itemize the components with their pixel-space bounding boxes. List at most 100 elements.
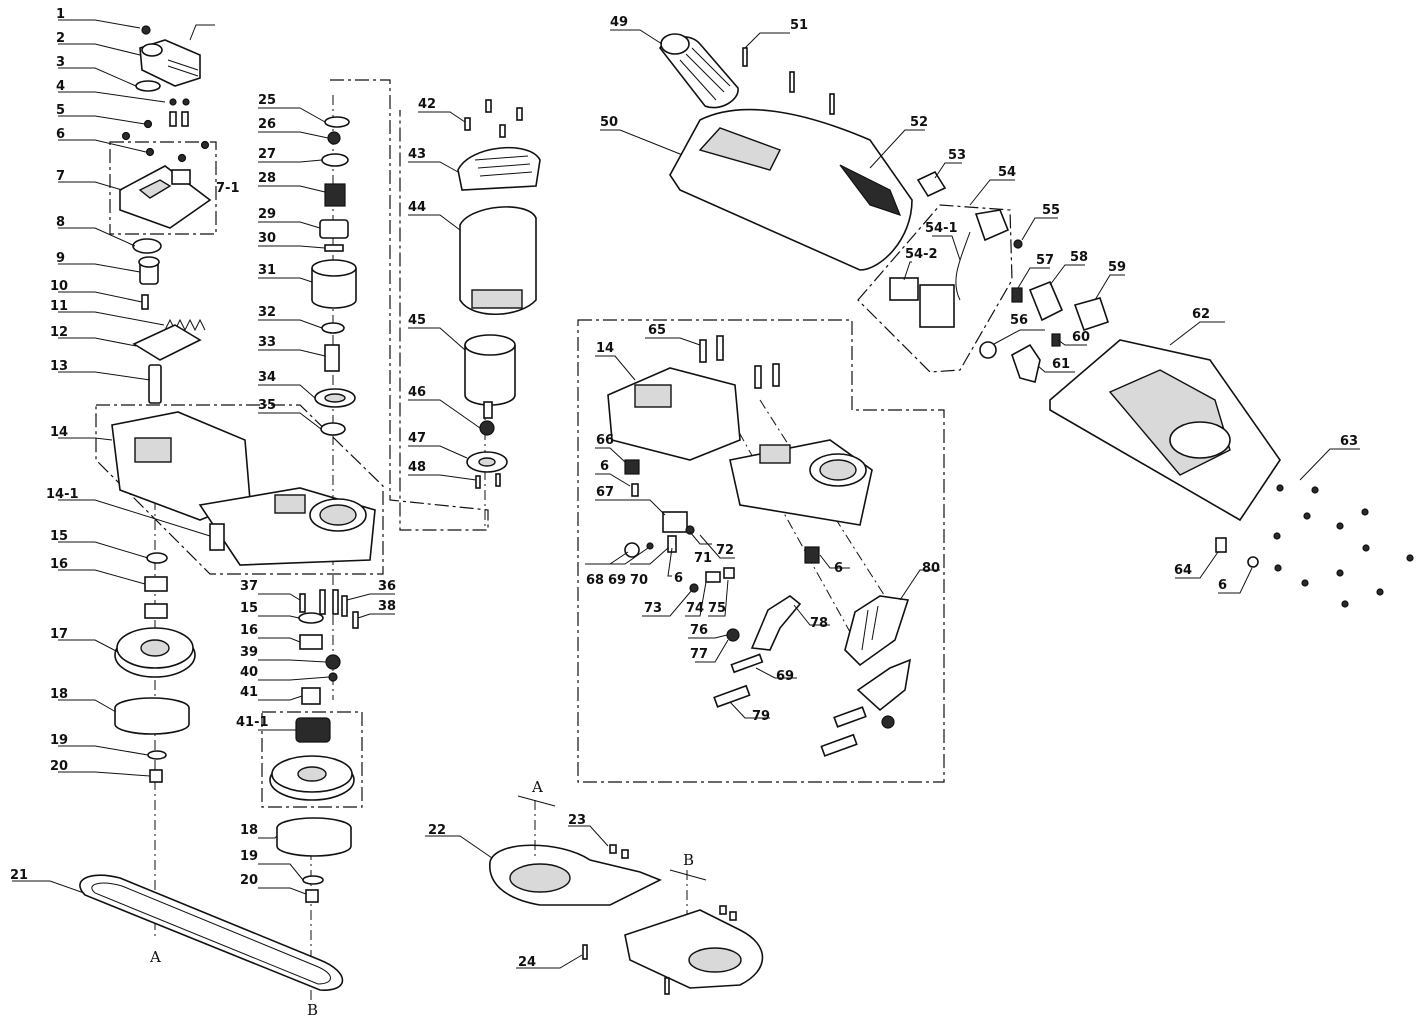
callout-13: 13 [50, 359, 68, 374]
callout-46: 46 [408, 385, 426, 400]
callout-7-1: 7-1 [216, 181, 240, 196]
section-mark-a-belt: A [149, 948, 161, 966]
callout-79: 79 [752, 709, 770, 724]
section-mark-b-belt: B [307, 1001, 318, 1019]
callout-23: 23 [568, 813, 586, 828]
callout-43: 43 [408, 147, 426, 162]
callout-2: 2 [56, 31, 65, 46]
callout-20: 20 [50, 759, 68, 774]
callout-39: 39 [240, 645, 258, 660]
callout-32: 32 [258, 305, 276, 320]
callout-30: 30 [258, 231, 276, 246]
callout-77: 77 [690, 647, 708, 662]
callout-1: 1 [56, 7, 65, 22]
callout-62: 62 [1192, 307, 1210, 322]
callout-18-center: 18 [240, 823, 258, 838]
callout-64: 64 [1174, 563, 1192, 578]
callout-6-detail-c: 6 [834, 561, 843, 576]
callout-53: 53 [948, 148, 966, 163]
callout-15: 15 [50, 529, 68, 544]
callout-75: 75 [708, 601, 726, 616]
callout-labels: 1 2 3 4 5 6 7 7-1 8 9 10 11 12 13 14 14-… [10, 7, 1358, 970]
callout-24: 24 [518, 955, 536, 970]
callout-76: 76 [690, 623, 708, 638]
callout-34: 34 [258, 370, 276, 385]
callout-15-center: 15 [240, 601, 258, 616]
callout-67: 67 [596, 485, 614, 500]
callout-25: 25 [258, 93, 276, 108]
section-markers: A B A B [149, 778, 694, 1019]
motor-column-parts [457, 99, 541, 489]
callout-45: 45 [408, 313, 426, 328]
group-boundary-41-1 [261, 711, 363, 808]
callout-4: 4 [56, 79, 65, 94]
callout-11: 11 [50, 299, 68, 314]
callout-16-center: 16 [240, 623, 258, 638]
detail-axis-1 [709, 379, 861, 651]
callout-6: 6 [56, 127, 65, 142]
callout-6-detail-b: 6 [674, 571, 683, 586]
callout-33: 33 [258, 335, 276, 350]
callout-68: 68 [586, 573, 604, 588]
callout-41-1: 41-1 [236, 715, 269, 730]
callout-7: 7 [56, 169, 65, 184]
callout-59: 59 [1108, 260, 1126, 275]
motor-link-line [330, 79, 489, 531]
callout-57: 57 [1036, 253, 1054, 268]
leader-lines [12, 19, 1360, 969]
callout-54-1: 54-1 [925, 221, 958, 236]
callout-51: 51 [790, 18, 808, 33]
callout-42: 42 [418, 97, 436, 112]
callout-71: 71 [694, 551, 712, 566]
section-mark-a-cover: A [531, 778, 543, 796]
group-boundary-detail [577, 319, 945, 783]
callout-12: 12 [50, 325, 68, 340]
callout-80: 80 [922, 561, 940, 576]
section-mark-b-cover: B [683, 851, 694, 869]
callout-17: 17 [50, 627, 68, 642]
callout-16: 16 [50, 557, 68, 572]
center-column-parts [269, 116, 359, 903]
callout-35: 35 [258, 398, 276, 413]
callout-19: 19 [50, 733, 68, 748]
callout-73: 73 [644, 601, 662, 616]
left-column-parts [79, 25, 376, 991]
callout-44: 44 [408, 200, 426, 215]
callout-20-center: 20 [240, 873, 258, 888]
callout-40: 40 [240, 665, 258, 680]
callout-49: 49 [610, 15, 628, 30]
callout-3: 3 [56, 55, 65, 70]
callout-9: 9 [56, 251, 65, 266]
callout-22: 22 [428, 823, 446, 838]
callout-10: 10 [50, 279, 68, 294]
callout-19-center: 19 [240, 849, 258, 864]
callout-54: 54 [998, 165, 1016, 180]
callout-28: 28 [258, 171, 276, 186]
callout-36: 36 [378, 579, 396, 594]
callout-48: 48 [408, 460, 426, 475]
callout-65: 65 [648, 323, 666, 338]
callout-74: 74 [686, 601, 704, 616]
callout-69-lower: 69 [776, 669, 794, 684]
callout-54-2: 54-2 [905, 247, 938, 262]
group-boundary-54 [857, 204, 1013, 373]
callout-61: 61 [1052, 357, 1070, 372]
group-boundary-7 [109, 141, 217, 235]
callout-78: 78 [810, 616, 828, 631]
callout-31: 31 [258, 263, 276, 278]
callout-14-detail: 14 [596, 341, 614, 356]
callout-63: 63 [1340, 434, 1358, 449]
detail-axis-2 [759, 399, 901, 621]
callout-52: 52 [910, 115, 928, 130]
callout-18: 18 [50, 687, 68, 702]
callout-41: 41 [240, 685, 258, 700]
callout-5: 5 [56, 103, 65, 118]
callout-14-1: 14-1 [46, 487, 79, 502]
callout-8: 8 [56, 215, 65, 230]
callout-14: 14 [50, 425, 68, 440]
callout-6-detail-a: 6 [600, 459, 609, 474]
callout-21: 21 [10, 868, 28, 883]
callout-29: 29 [258, 207, 276, 222]
handle-assembly-parts [639, 33, 1414, 608]
